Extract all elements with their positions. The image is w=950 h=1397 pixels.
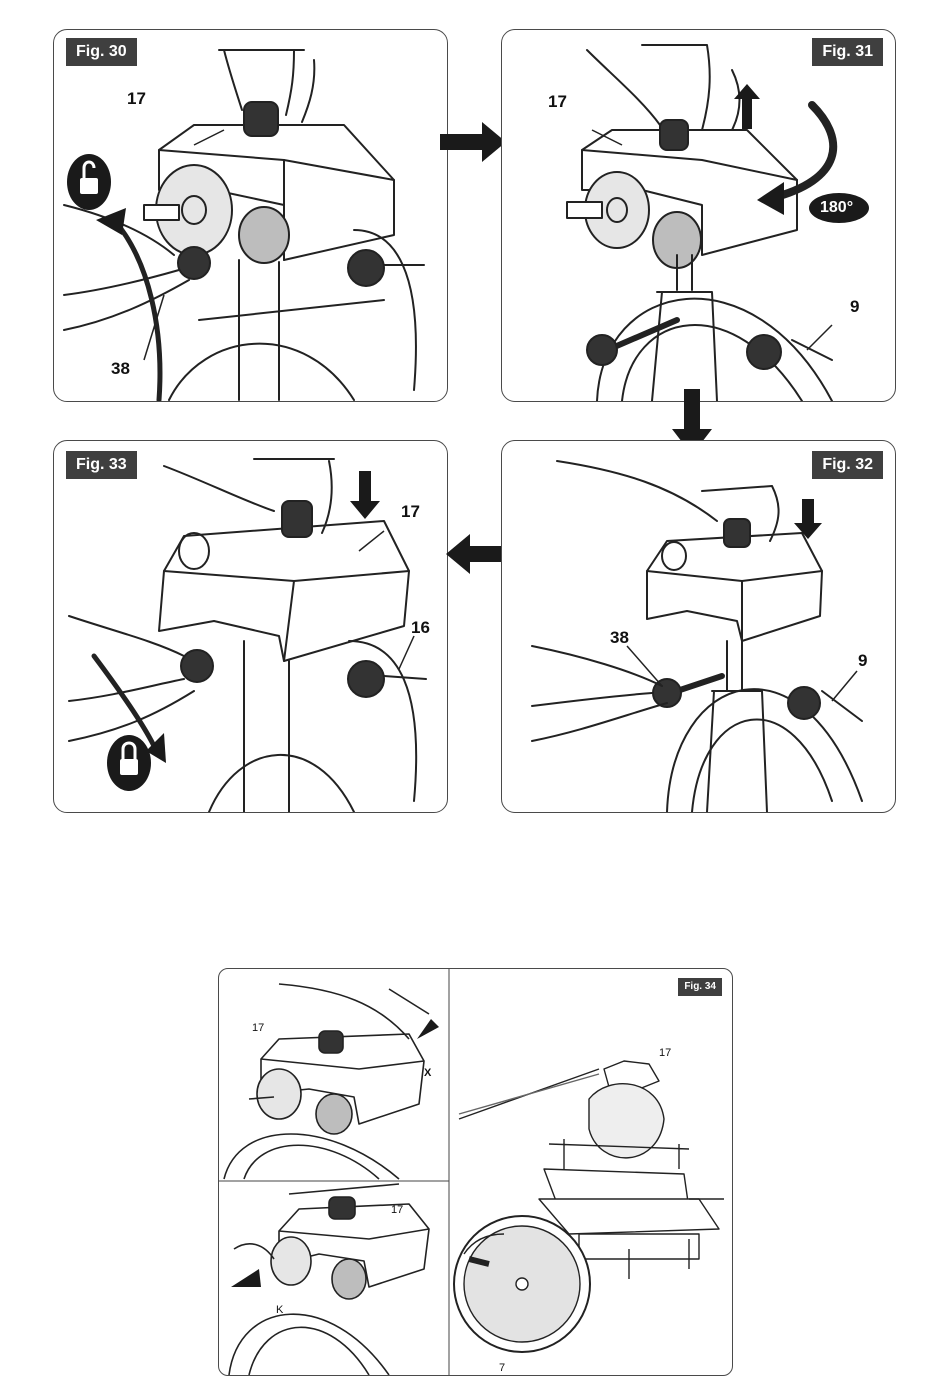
figure-31-tag: Fig. 31	[812, 38, 883, 66]
figure-30-tag: Fig. 30	[66, 38, 137, 66]
figure-32-label-9: 9	[858, 652, 867, 670]
figure-33-panel: Fig. 33 17 16	[53, 440, 448, 813]
figure-30-illustration	[54, 30, 447, 401]
figure-33-illustration	[54, 441, 447, 812]
figure-32-label-38: 38	[610, 629, 629, 647]
step-arrow-right-icon	[440, 122, 510, 162]
figure-31-rotation-label: 180°	[820, 199, 853, 217]
figure-30-label-38: 38	[111, 360, 130, 378]
figure-34-bottom-label-17: 17	[391, 1201, 403, 1219]
padlock-open-icon	[67, 154, 111, 210]
figure-31-label-17: 17	[548, 93, 567, 111]
figure-34-right-label-7: 7	[499, 1359, 505, 1376]
figure-33-tag: Fig. 33	[66, 451, 137, 479]
figure-31-panel: Fig. 31 17 9 180°	[501, 29, 896, 402]
figure-34-top-label-x: X	[424, 1064, 431, 1082]
figure-34-bottom-label-k: K	[276, 1301, 283, 1319]
figure-33-label-17: 17	[401, 503, 420, 521]
figure-30-label-17: 17	[127, 90, 146, 108]
figure-34-illustration	[219, 969, 732, 1375]
figure-32-tag: Fig. 32	[812, 451, 883, 479]
figure-34-panel: Fig. 34 17 X 17 K 17 7	[218, 968, 733, 1376]
figure-32-illustration	[502, 441, 895, 812]
figure-34-right-label-17: 17	[659, 1044, 671, 1062]
padlock-closed-icon	[107, 735, 151, 791]
figure-30-panel: Fig. 30 17 38	[53, 29, 448, 402]
figure-32-panel: Fig. 32 38 9	[501, 440, 896, 813]
figure-33-label-16: 16	[411, 619, 430, 637]
figure-34-top-label-17: 17	[252, 1019, 264, 1037]
figure-34-tag: Fig. 34	[678, 978, 722, 996]
figure-31-label-9: 9	[850, 298, 859, 316]
